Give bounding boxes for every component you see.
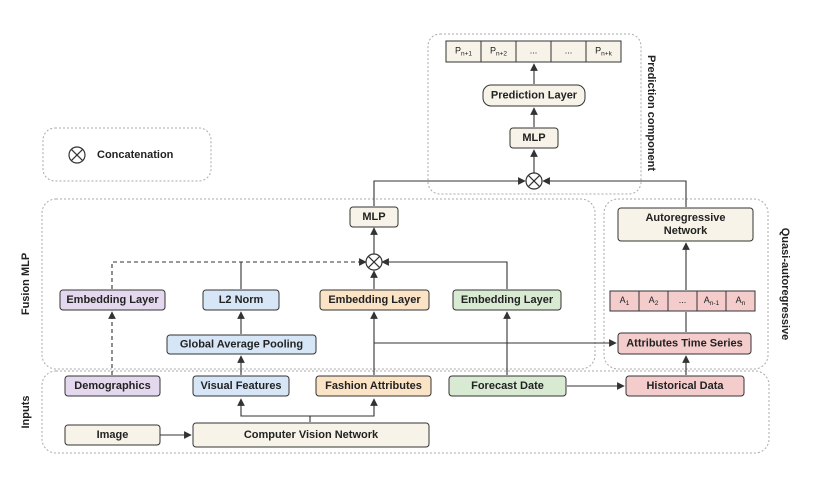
embedding-fashion-node: Embedding Layer xyxy=(319,289,430,311)
prediction-group-label: Prediction component xyxy=(645,55,657,171)
pred-layer-node: Prediction Layer xyxy=(482,84,586,107)
ar-network-label-1: Autoregressive xyxy=(645,212,725,224)
prediction-sequence: Pn+1 Pn+2...... Pn+k xyxy=(445,40,622,63)
pred-seq-cell-label-5: Pn+k xyxy=(595,46,612,57)
visual-features-label: Visual Features xyxy=(200,380,281,392)
inputs-group xyxy=(41,370,770,454)
attr-ts-node: Attributes Time Series xyxy=(617,332,752,355)
pred-seq-cell-label-4: ... xyxy=(565,46,573,56)
connectors xyxy=(108,63,690,439)
attr-seq-cell-label-4: An-1 xyxy=(704,295,720,306)
inputs-group-label: Inputs xyxy=(20,396,32,429)
mlp-pred-node: MLP xyxy=(509,127,559,149)
image-node: Image xyxy=(64,424,161,446)
embedding-demographics-label: Embedding Layer xyxy=(66,294,159,306)
embedding-fashion-label: Embedding Layer xyxy=(328,294,421,306)
prediction-concat-node xyxy=(525,172,543,190)
historical-data-label: Historical Data xyxy=(646,380,724,392)
ar-network-node: Autoregressive Network xyxy=(617,207,754,242)
visual-features-node: Visual Features xyxy=(192,375,290,397)
fusion-group-label: Fusion MLP xyxy=(20,253,32,315)
attr-seq-cell-4: An-1 xyxy=(696,290,727,312)
attr-seq-cell-2: A2 xyxy=(638,290,669,312)
fusion-concat-node xyxy=(365,253,383,271)
concat-legend-icon xyxy=(68,146,86,164)
attr-sequence: A1 A2... An-1 An xyxy=(609,290,756,312)
fusion-group xyxy=(41,198,596,370)
fashion-attributes-node: Fashion Attributes xyxy=(315,375,432,397)
ar-network-label-2: Network xyxy=(664,225,708,237)
attr-seq-cell-label-1: A1 xyxy=(620,295,630,306)
fashion-attributes-label: Fashion Attributes xyxy=(325,380,422,392)
gap-node: Global Average Pooling xyxy=(166,334,317,355)
pred-seq-cell-5: Pn+k xyxy=(585,40,622,63)
historical-data-node: Historical Data xyxy=(625,375,745,397)
l2norm-label: L2 Norm xyxy=(219,294,264,306)
forecast-date-node: Forecast Date xyxy=(448,375,567,397)
attr-seq-cell-label-5: An xyxy=(736,295,746,306)
pred-seq-cell-label-3: ... xyxy=(530,46,538,56)
mlp-pred-label: MLP xyxy=(522,132,545,144)
pred-seq-cell-4: ... xyxy=(550,40,587,63)
image-label: Image xyxy=(97,429,129,441)
embedding-date-label: Embedding Layer xyxy=(461,294,554,306)
concat-legend-label: Concatenation xyxy=(97,149,174,161)
embedding-demographics-node: Embedding Layer xyxy=(59,289,166,311)
attr-ts-label: Attributes Time Series xyxy=(626,337,743,349)
cv-network-label: Computer Vision Network xyxy=(244,429,379,441)
prediction-group xyxy=(427,33,642,195)
cv-network-node: Computer Vision Network xyxy=(192,422,430,448)
pred-seq-cell-label-1: Pn+1 xyxy=(455,46,472,57)
demographics-label: Demographics xyxy=(74,380,150,392)
attr-seq-cell-5: An xyxy=(725,290,756,312)
gap-label: Global Average Pooling xyxy=(180,338,303,350)
pred-seq-cell-2: Pn+2 xyxy=(480,40,517,63)
quasi-group-label: Quasi-autoregressive xyxy=(779,228,791,341)
attr-seq-cell-label-3: ... xyxy=(679,295,687,305)
pred-seq-cell-3: ... xyxy=(515,40,552,63)
pred-layer-label: Prediction Layer xyxy=(491,89,578,101)
l2norm-node: L2 Norm xyxy=(202,289,280,311)
demographics-node: Demographics xyxy=(64,375,161,397)
attr-seq-cell-3: ... xyxy=(667,290,698,312)
pred-seq-cell-label-2: Pn+2 xyxy=(490,46,507,57)
embedding-date-node: Embedding Layer xyxy=(452,289,562,311)
attr-seq-cell-1: A1 xyxy=(609,290,640,312)
mlp-fusion-node: MLP xyxy=(349,206,399,228)
pred-seq-cell-1: Pn+1 xyxy=(445,40,482,63)
attr-seq-cell-label-2: A2 xyxy=(649,295,659,306)
forecast-date-label: Forecast Date xyxy=(471,380,544,392)
legend-box xyxy=(42,127,212,182)
mlp-fusion-label: MLP xyxy=(362,211,385,223)
